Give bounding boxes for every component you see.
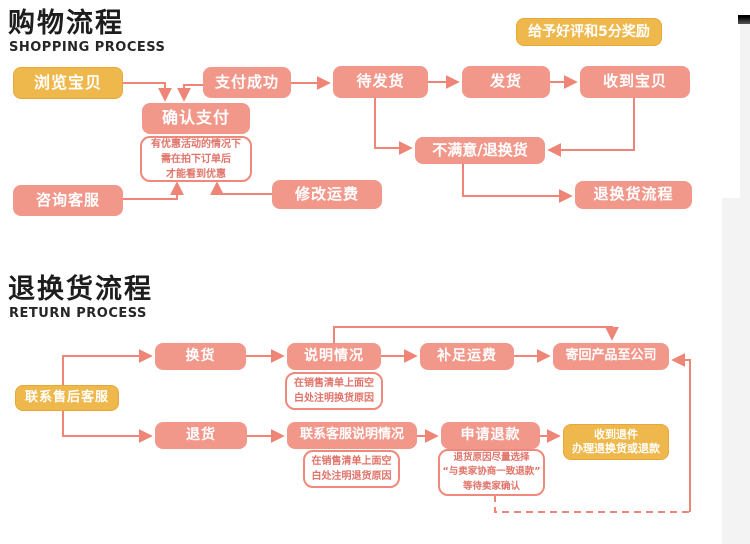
shopping-section-title: 购物流程 bbox=[8, 8, 124, 39]
node-apply-refund: 申请退款 bbox=[441, 422, 540, 449]
node-received-return: 收到退件 办理退换货或退款 bbox=[563, 424, 669, 460]
node-browse-item: 浏览宝贝 bbox=[13, 67, 123, 99]
node-received-item: 收到宝贝 bbox=[580, 66, 690, 98]
node-unsatisfied-return: 不满意/退换货 bbox=[415, 137, 545, 164]
node-modify-shipping: 修改运费 bbox=[272, 180, 382, 209]
node-contact-cs-explain: 联系客服说明情况 bbox=[287, 422, 417, 449]
return-section-title: 退换货流程 bbox=[8, 274, 153, 305]
scrollbar-thumb[interactable] bbox=[738, 15, 750, 24]
connector-modifyfee-to-confirmnote bbox=[210, 181, 272, 196]
node-explain-situation: 说明情况 bbox=[287, 343, 381, 370]
node-exchange: 换货 bbox=[155, 343, 246, 370]
connector-unsatisfied-to-returnflow bbox=[462, 164, 573, 203]
shopping-section-subtitle: SHOPPING PROCESS bbox=[9, 40, 166, 55]
note-exchange-reason: 在销售清单上面空 白处注明换货原因 bbox=[285, 372, 383, 410]
node-awaiting-shipment: 待发货 bbox=[333, 66, 428, 98]
connector-aftersales-to-returngoods bbox=[62, 410, 153, 443]
connector-refundnote-loop-dashed bbox=[494, 495, 690, 513]
return-section-subtitle: RETURN PROCESS bbox=[9, 306, 147, 321]
note-refund-advice: 退货原因尽量选择 “与卖家协商一致退款” 等待卖家确认 bbox=[438, 449, 545, 496]
connector-aftersales-to-exchange bbox=[62, 349, 153, 385]
node-consult-service: 咨询客服 bbox=[13, 185, 123, 216]
connector-browse-to-confirm bbox=[123, 82, 172, 102]
note-return-reason: 在销售清单上面空 白处注明退货原因 bbox=[303, 450, 400, 488]
node-payment-success: 支付成功 bbox=[203, 67, 291, 98]
connector-explain-top-to-sendback bbox=[333, 326, 619, 343]
node-send-back: 寄回产品至公司 bbox=[553, 343, 669, 370]
note-confirm-payment: 有优惠活动的情况下 需在拍下订单后 才能看到优惠 bbox=[140, 136, 252, 182]
connector-paysuccess-to-confirm bbox=[177, 84, 203, 102]
scrollbar-track[interactable] bbox=[740, 15, 750, 200]
badge-reward: 给予好评和5分奖励 bbox=[516, 18, 662, 46]
node-confirm-payment: 确认支付 bbox=[142, 103, 250, 134]
connector-awaiting-to-unsatisfied bbox=[374, 98, 413, 155]
node-pay-shipping: 补足运费 bbox=[420, 343, 514, 370]
node-shipped: 发货 bbox=[462, 66, 550, 98]
connector-loop-to-sendback bbox=[671, 353, 691, 512]
page-edge-strip bbox=[722, 198, 750, 544]
node-contact-after-sales: 联系售后客服 bbox=[15, 385, 119, 411]
node-return-goods: 退货 bbox=[155, 422, 247, 449]
connector-consult-to-confirmnote bbox=[123, 181, 184, 200]
node-to-return-process: 退换货流程 bbox=[575, 181, 692, 209]
connector-received-to-unsatisfied bbox=[547, 98, 635, 157]
